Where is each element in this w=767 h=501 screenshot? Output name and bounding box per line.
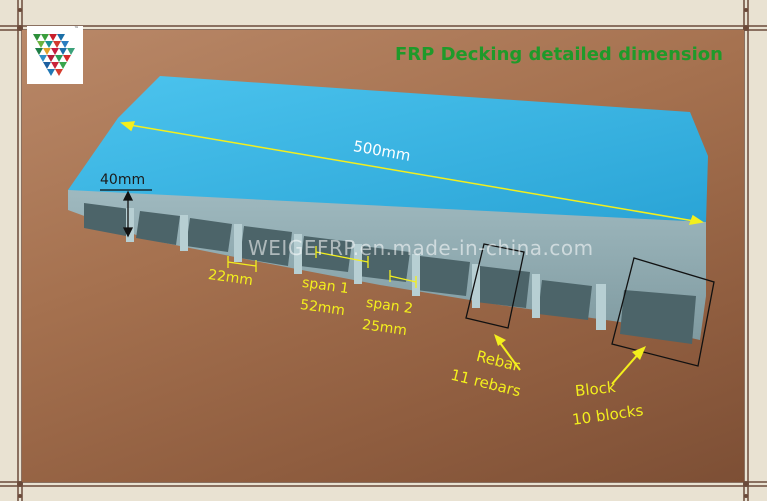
span1-dimension-line <box>315 246 369 268</box>
page-title: FRP Decking detailed dimension <box>395 44 723 65</box>
height-dimension-line <box>100 189 152 238</box>
trademark-mark: ™ <box>74 26 79 32</box>
watermark-text: WEIGEFRP.en.made-in-china.com <box>248 236 594 260</box>
span2-dimension-line <box>389 270 417 288</box>
gap-dimension-line <box>227 256 257 272</box>
triangle-mosaic-logo-icon <box>33 34 75 76</box>
rebar-callout-box <box>465 243 525 371</box>
height-label: 40mm <box>100 172 146 188</box>
brand-logo <box>27 26 83 84</box>
block-callout-box <box>611 257 715 385</box>
width-dimension-line <box>120 121 704 225</box>
